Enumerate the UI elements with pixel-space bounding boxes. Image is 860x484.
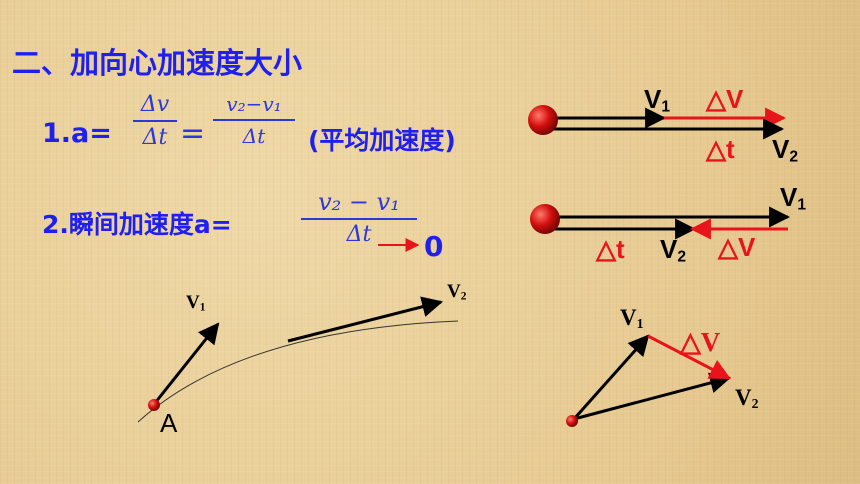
- diagram4-v1-label: V1: [620, 305, 644, 332]
- fraction-bar: [301, 218, 417, 220]
- v1-arrow: [572, 334, 650, 420]
- fraction-bar: [133, 120, 177, 122]
- formula1-denominator-2: Δt: [242, 124, 266, 148]
- formula2-denominator: Δt: [346, 222, 372, 247]
- diagram1-delta-t-label: △t: [706, 134, 735, 164]
- limit-zero: 0: [424, 230, 444, 263]
- formula1-numerator-1: Δv: [140, 92, 170, 117]
- diagram3-v1-label: V1: [186, 292, 206, 314]
- diagram1-v2-label: V2: [772, 134, 799, 166]
- formula1-numerator-2: v₂−v₁: [226, 92, 282, 116]
- diagram4-v2-label: V2: [735, 385, 759, 412]
- v1-arrow: [153, 322, 220, 404]
- v2-arrow: [573, 372, 732, 421]
- diagram2-delta-v-label: △V: [718, 232, 756, 262]
- formula2-prefix: 2.瞬间加速度a=: [42, 210, 232, 239]
- diagram4-vector-triangle: [566, 334, 732, 427]
- section-heading: 二、加向心加速度大小: [12, 46, 303, 80]
- formula1-prefix: 1.a=: [42, 118, 112, 149]
- diagram1-v1-label: V1: [644, 84, 671, 116]
- v2-arrow: [287, 296, 444, 343]
- origin-dot: [566, 415, 578, 427]
- diagram2-delta-t-label: △t: [596, 234, 625, 264]
- average-acceleration-note: (平均加速度): [308, 126, 456, 155]
- equals-sign: =: [180, 116, 206, 151]
- diagram4-delta-v-label: △V: [680, 327, 721, 357]
- formula2-numerator: v₂ − v₁: [318, 188, 400, 216]
- point-a-dot: [148, 399, 160, 411]
- diagram1-delta-v-label: △V: [706, 84, 744, 114]
- moving-ball: [530, 204, 560, 234]
- formula1-denominator-1: Δt: [142, 125, 168, 150]
- diagram2-opposite-direction: [530, 204, 791, 240]
- diagram3-v2-label: V2: [447, 281, 467, 303]
- moving-ball: [528, 105, 558, 135]
- diagram1-same-direction: [528, 105, 787, 140]
- trajectory-curve: [137, 320, 459, 423]
- formula1-fraction-1: Δv Δt: [132, 92, 178, 150]
- formula1-fraction-2: v₂−v₁ Δt: [212, 92, 296, 148]
- fraction-bar: [213, 119, 295, 121]
- diagram2-v2-label: V2: [660, 234, 687, 266]
- diagram3-curve-motion: [137, 296, 459, 423]
- formula2-fraction: v₂ − v₁ Δt: [300, 188, 418, 247]
- delta-v-arrow: [647, 334, 731, 380]
- diagram2-v1-label: V1: [780, 182, 807, 214]
- point-a-label: A: [160, 408, 178, 438]
